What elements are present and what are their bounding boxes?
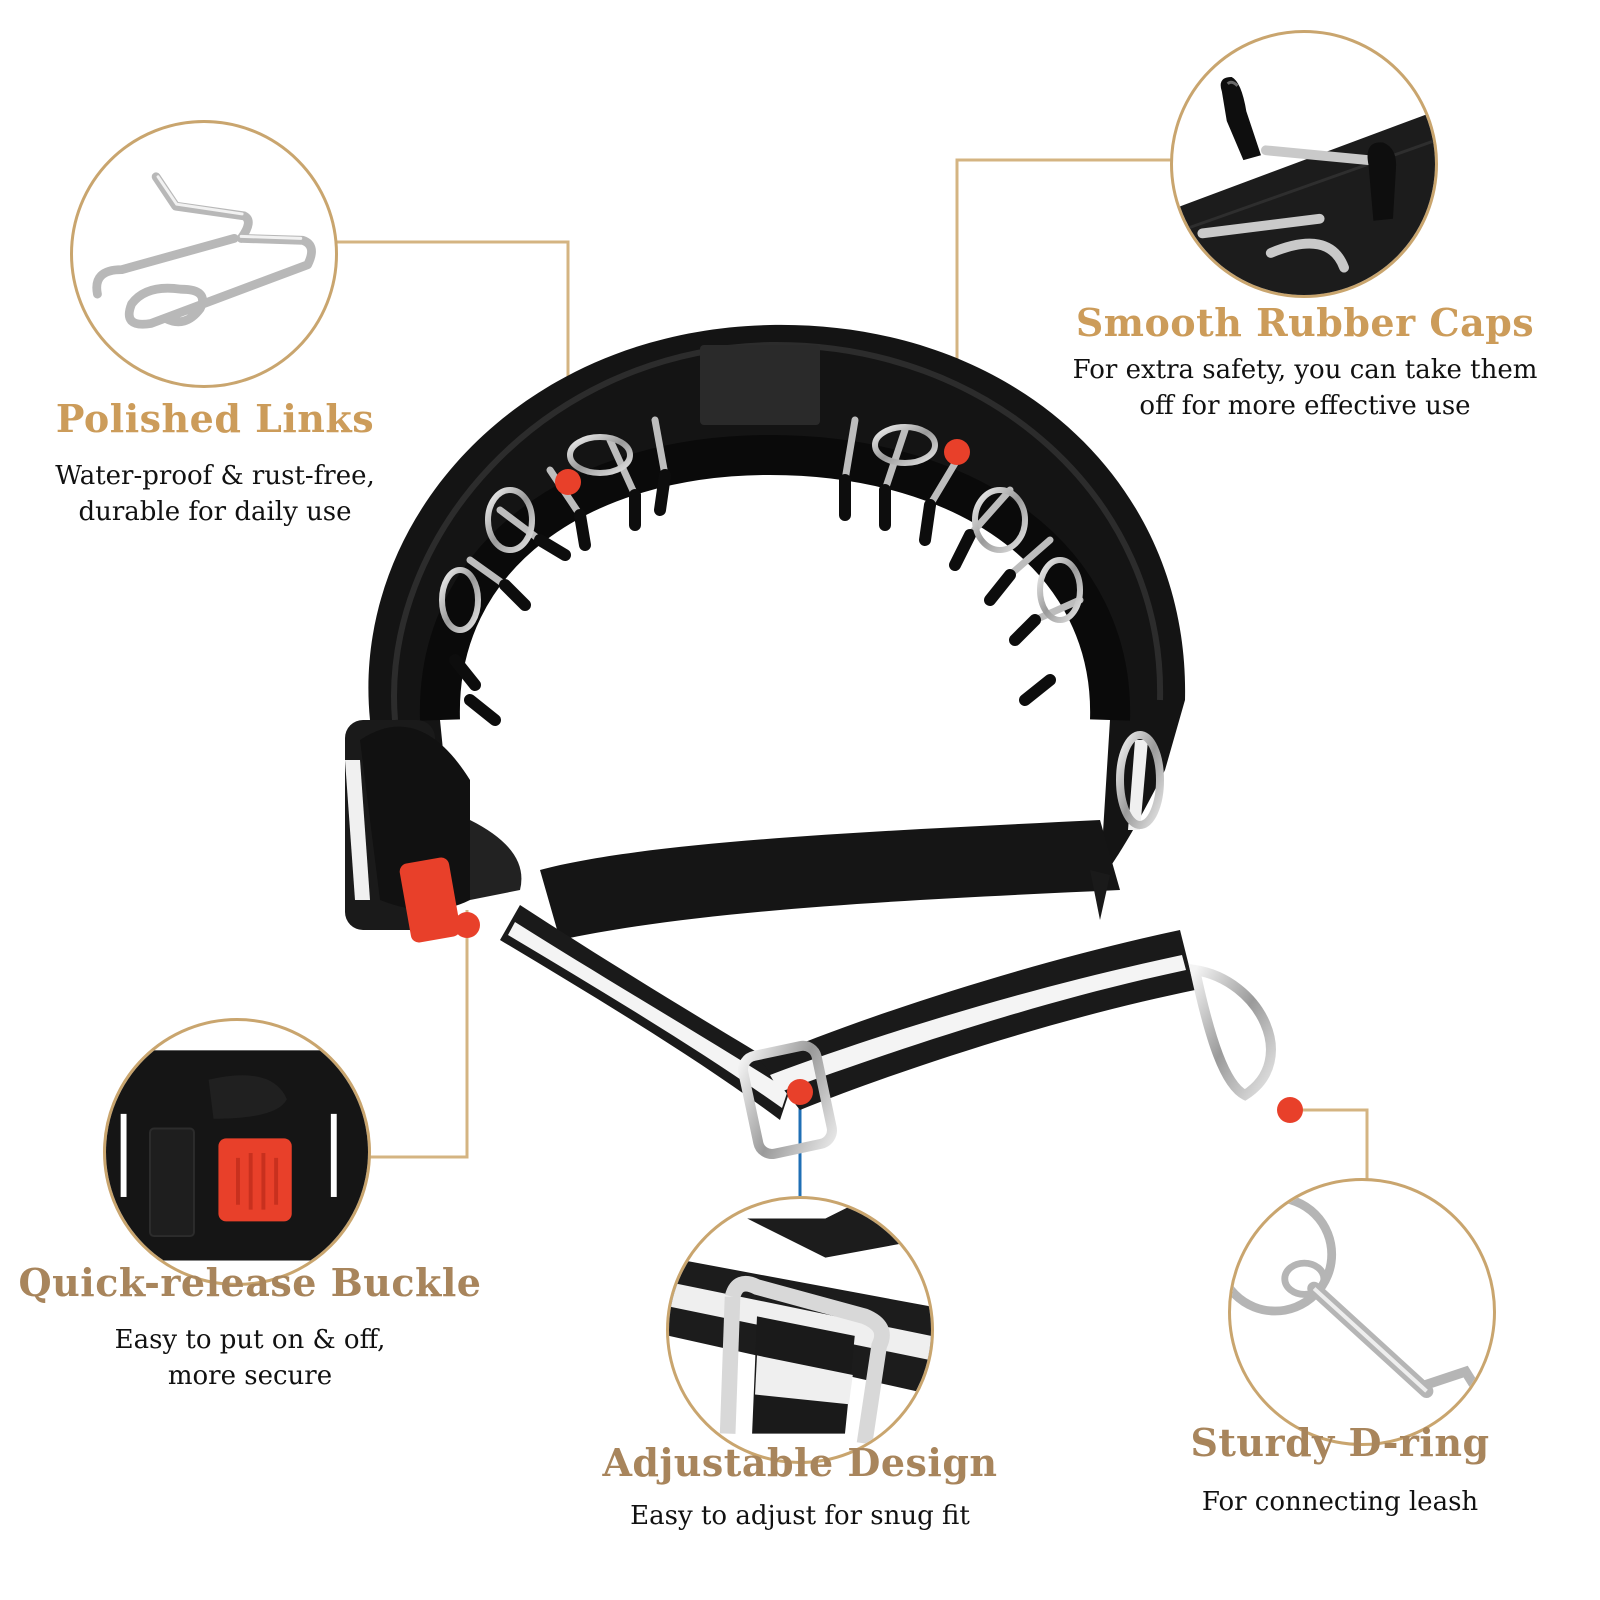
buckle-icon: [106, 1050, 368, 1261]
feature-desc-line: For extra safety, you can take them: [1072, 355, 1538, 385]
feature-title-d-ring: Sturdy D-ring: [1190, 1420, 1490, 1465]
collar-strap: [540, 820, 1120, 940]
feature-desc-line: Easy to put on & off,: [114, 1325, 386, 1355]
slide-adjuster: [738, 1040, 837, 1159]
feature-desc-line: more secure: [167, 1361, 333, 1391]
feature-desc-line: Easy to adjust for snug fit: [630, 1501, 970, 1531]
buckle-circle: [103, 1018, 371, 1286]
d-ring: [1188, 963, 1276, 1101]
callout-dot-d-ring: [1277, 1097, 1303, 1123]
feature-title-polished-links: Polished Links: [55, 396, 375, 441]
d-ring-circle: [1228, 1178, 1496, 1446]
collar-buckle: [345, 720, 522, 943]
callout-dot-rubber-caps: [944, 439, 970, 465]
reflective-loop: [500, 870, 1195, 1120]
feature-title-buckle: Quick-release Buckle: [18, 1260, 482, 1305]
connector-rubber-caps: [955, 158, 1172, 452]
feature-desc-line: For connecting leash: [1201, 1487, 1479, 1517]
feature-desc-adjustable: Easy to adjust for snug fit: [560, 1498, 1040, 1534]
callout-dot-polished-links: [555, 469, 581, 495]
feature-desc-rubber-caps: For extra safety, you can take them off …: [1050, 352, 1560, 424]
connector-buckle: [365, 910, 469, 1159]
feature-desc-d-ring: For connecting leash: [1140, 1484, 1540, 1520]
feature-desc-line: durable for daily use: [78, 497, 352, 527]
callout-dot-buckle: [454, 912, 480, 938]
feature-title-adjustable: Adjustable Design: [602, 1440, 998, 1485]
feature-desc-buckle: Easy to put on & off, more secure: [10, 1322, 490, 1394]
adjustable-circle: [666, 1196, 934, 1464]
prong-link-icon: [92, 172, 316, 329]
slide-adjuster-icon: [669, 1199, 931, 1445]
connector-d-ring: [1290, 1108, 1369, 1180]
rubber-caps-circle: [1170, 30, 1438, 298]
feature-title-rubber-caps: Smooth Rubber Caps: [1075, 300, 1535, 345]
polished-links-circle: [70, 120, 338, 388]
feature-desc-line: off for more effective use: [1139, 391, 1471, 421]
feature-desc-polished-links: Water-proof & rust-free, durable for dai…: [0, 458, 430, 530]
callout-dot-adjustable: [787, 1079, 813, 1105]
rubber-cap-icon: [1173, 76, 1435, 295]
prong-hooks: [439, 416, 1084, 726]
feature-desc-line: Water-proof & rust-free,: [55, 461, 375, 491]
d-ring-clip-icon: [1231, 1193, 1493, 1441]
